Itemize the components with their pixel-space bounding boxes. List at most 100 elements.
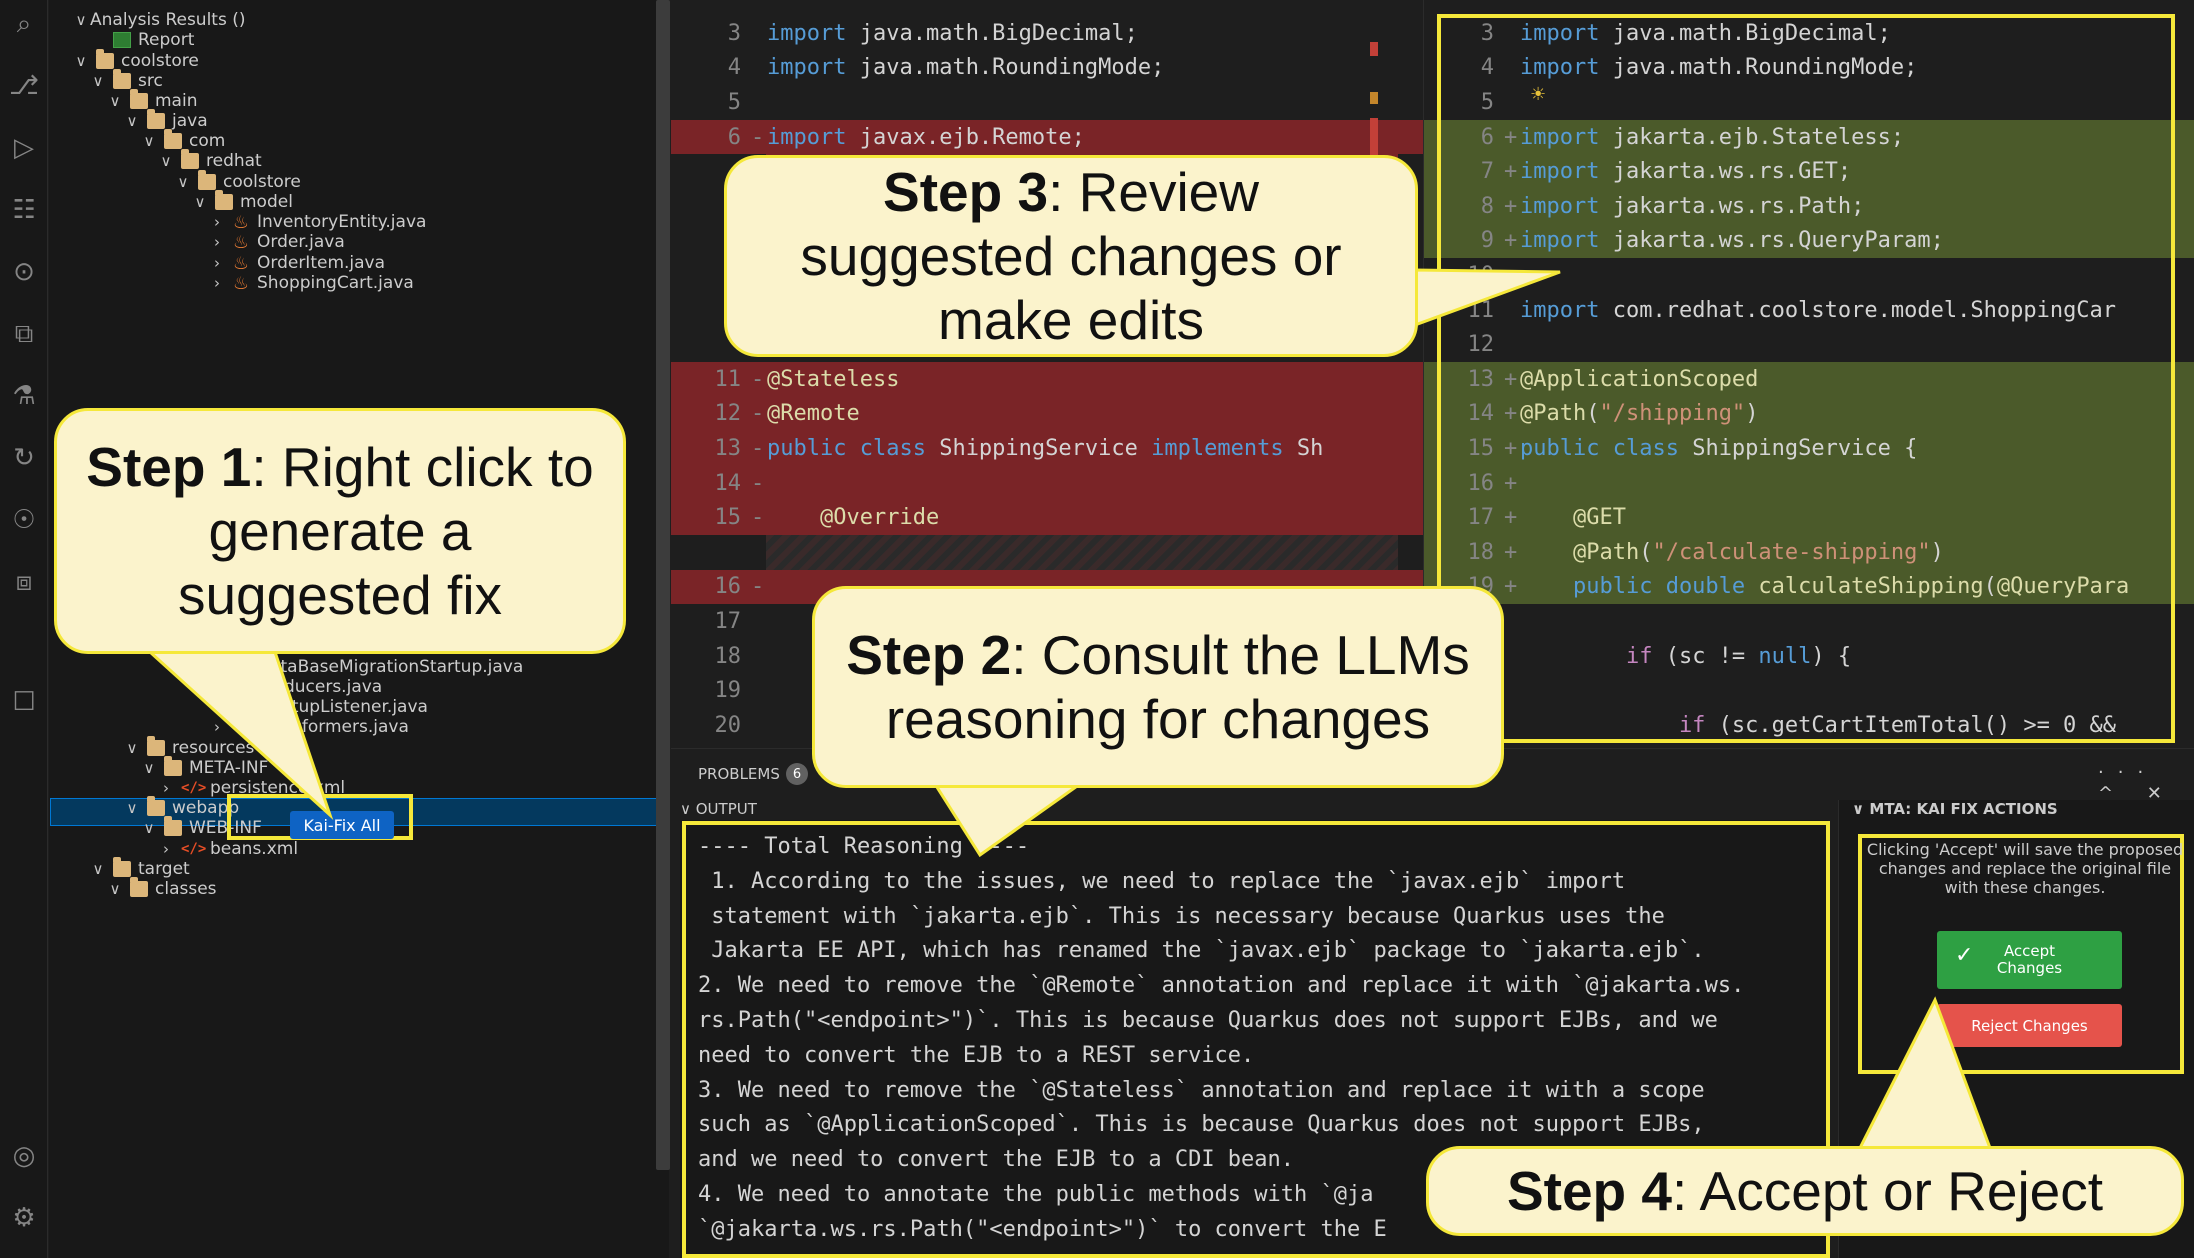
output-panel[interactable]: ---- Total Reasoning ---- 1. According t… [680, 820, 1828, 1258]
account-icon[interactable]: ◎ [12, 1141, 36, 1171]
chevron-down-icon[interactable]: ∨ [143, 132, 155, 150]
accept-changes-button[interactable]: ✓ Accept Changes [1937, 931, 2122, 989]
git-graph-icon[interactable]: ⊙ [13, 257, 35, 287]
chat-icon[interactable]: ☐ [12, 687, 36, 717]
folder-icon [215, 190, 233, 210]
tree-item[interactable]: ∨Analysis Results () [49, 6, 669, 34]
chevron-down-icon[interactable]: ∨ [109, 92, 121, 110]
code-line[interactable]: 18 [671, 639, 1423, 674]
mta-icon[interactable]: ☉ [12, 505, 36, 535]
folder-icon [130, 89, 148, 109]
tree-item[interactable]: ›♨OrderItem.java [49, 249, 669, 277]
line-number: 9 [1480, 228, 1494, 254]
chevron-down-icon[interactable]: ∨ [75, 52, 87, 70]
chevron-down-icon[interactable]: ∨ [126, 739, 138, 757]
code-line[interactable]: 18+ @Path("/calculate-shipping") [1424, 535, 2194, 570]
chevron-right-icon[interactable]: › [214, 213, 220, 231]
settings-sync-icon[interactable]: ⧈ [15, 566, 33, 597]
tree-item[interactable]: ›♨Order.java [49, 228, 669, 256]
kai-fix-all-button[interactable]: Kai-Fix All [290, 811, 394, 839]
code-line[interactable]: 14- [671, 465, 1423, 501]
source-control-icon[interactable]: ⎇ [9, 71, 39, 101]
code-line[interactable]: 13+@ApplicationScoped [1424, 362, 2194, 397]
reject-changes-button[interactable]: Reject Changes [1937, 1004, 2122, 1047]
line-number: 6 [1480, 124, 1494, 150]
gear-icon[interactable]: ⚙ [12, 1203, 36, 1233]
chevron-right-icon[interactable]: › [214, 254, 220, 272]
code-line[interactable]: 11-@Stateless [671, 362, 1423, 397]
tree-item[interactable]: ›</>beans.xml [49, 835, 669, 863]
code-text: import jakarta.ws.rs.GET; [1520, 159, 1852, 185]
chevron-down-icon[interactable]: ∨ [126, 799, 138, 817]
chevron-down-icon[interactable]: ∨ [143, 819, 155, 837]
explorer-scrollbar[interactable] [656, 0, 670, 1170]
tree-item[interactable]: ∨target [49, 855, 669, 883]
code-line[interactable]: 19 [671, 673, 1423, 708]
chevron-down-icon[interactable]: ∨ [109, 880, 121, 898]
tree-item[interactable]: Report [49, 26, 669, 54]
chevron-down-icon[interactable]: ∨ [194, 193, 206, 211]
code-line[interactable]: 17+ @GET [1424, 500, 2194, 535]
step1-callout: Step 1: Right click to generate a sugges… [54, 408, 626, 654]
tree-item[interactable]: ›♨ShoppingCart.java [49, 269, 669, 297]
tree-item[interactable]: ∨src [49, 67, 669, 95]
code-line[interactable]: 12 [1424, 327, 2194, 362]
tree-item[interactable]: ∨redhat [49, 147, 669, 175]
tree-item[interactable]: ∨com [49, 127, 669, 155]
chevron-down-icon[interactable]: ∨ [126, 112, 138, 130]
code-line[interactable]: 15- @Override [671, 500, 1423, 535]
chevron-down-icon[interactable]: ∨ [177, 173, 189, 191]
code-line[interactable]: 15+public class ShippingService { [1424, 431, 2194, 466]
lightbulb-icon[interactable]: ☀ [1530, 84, 1547, 105]
tree-item[interactable]: ›♨InventoryEntity.java [49, 208, 669, 236]
code-line[interactable]: 6-import javax.ejb.Remote; [671, 119, 1423, 155]
tree-item[interactable]: ∨java [49, 107, 669, 135]
code-line[interactable]: 5 [1424, 85, 2194, 120]
test-icon[interactable]: ⚗ [12, 381, 36, 411]
code-line[interactable]: 13-public class ShippingService implemen… [671, 431, 1423, 466]
code-line[interactable]: 5 [671, 85, 1423, 120]
code-line[interactable]: 14+@Path("/shipping") [1424, 396, 2194, 432]
tab-problems[interactable]: PROBLEMS [698, 765, 780, 783]
diff-marker: + [1504, 470, 1518, 496]
code-line[interactable]: 8+import jakarta.ws.rs.Path; [1424, 189, 2194, 224]
chevron-down-icon[interactable]: ∨ [75, 11, 87, 29]
code-line[interactable]: 17 [671, 604, 1423, 639]
chevron-down-icon[interactable]: ∨ [160, 152, 172, 170]
chevron-down-icon[interactable]: ∨ [92, 860, 104, 878]
extensions-icon[interactable]: ☷ [12, 195, 36, 225]
history-icon[interactable]: ↻ [13, 443, 35, 473]
chevron-right-icon[interactable]: › [163, 840, 169, 858]
run-debug-icon[interactable]: ▷ [14, 133, 34, 163]
code-line[interactable]: 6+import jakarta.ejb.Stateless; [1424, 119, 2194, 155]
tree-item[interactable]: ∨coolstore [49, 47, 669, 75]
chevron-down-icon[interactable]: ∨ [92, 72, 104, 90]
java-file-icon: ♨ [232, 272, 250, 294]
chevron-right-icon[interactable]: › [214, 274, 220, 292]
remote-explorer-icon[interactable]: ⧉ [14, 318, 34, 349]
code-line[interactable]: 9+import jakarta.ws.rs.QueryParam; [1424, 223, 2194, 259]
tree-item[interactable]: ∨main [49, 87, 669, 115]
panel-actions[interactable]: ··· ^ ✕ [2098, 762, 2176, 804]
kai-section-header[interactable]: ∨ MTA: KAI FIX ACTIONS [1852, 800, 2058, 818]
tree-item[interactable]: ∨classes [49, 875, 669, 903]
code-line[interactable]: if (sc.getCartItemTotal() >= 0 && [1424, 708, 2194, 743]
chevron-right-icon[interactable]: › [214, 233, 220, 251]
code-line[interactable]: 12-@Remote [671, 396, 1423, 432]
tree-item[interactable]: ∨model [49, 188, 669, 216]
code-line[interactable]: 7+import jakarta.ws.rs.GET; [1424, 154, 2194, 189]
code-line[interactable]: if (sc != null) { [1424, 639, 2194, 674]
code-line[interactable]: 20 [671, 708, 1423, 743]
folder-icon [147, 109, 165, 129]
tree-item[interactable]: ∨coolstore [49, 168, 669, 196]
code-line[interactable]: 19+ public double calculateShipping(@Que… [1424, 569, 2194, 605]
tree-item-label: InventoryEntity.java [257, 212, 427, 232]
search-icon[interactable]: ⌕ [16, 8, 32, 39]
output-section-header[interactable]: ∨ OUTPUT [680, 800, 757, 818]
code-line[interactable]: 16+ [1424, 465, 2194, 501]
